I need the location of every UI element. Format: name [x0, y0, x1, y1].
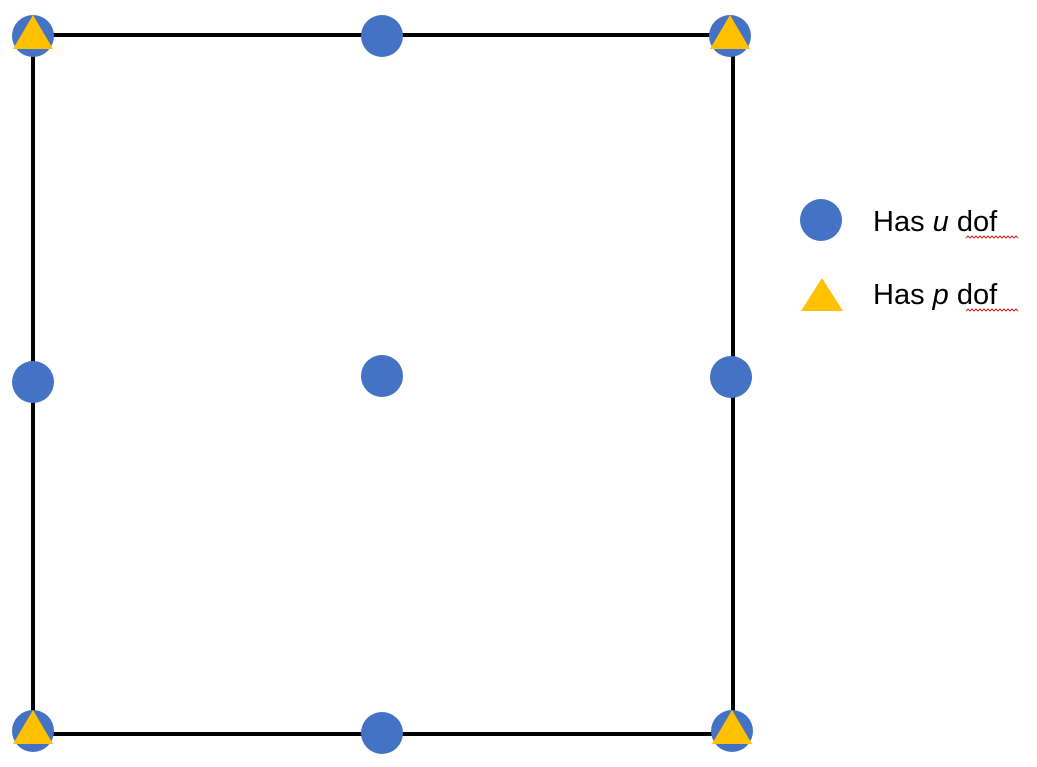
legend-u-label: Has u dof: [873, 206, 998, 238]
p-dof-node-bottom-left: [13, 710, 53, 744]
legend-p-spell-squiggle: [965, 308, 1019, 312]
p-dof-node-top-left: [13, 15, 53, 49]
legend-p-dof-marker: [801, 278, 843, 311]
u-dof-node-bottom-mid: [361, 712, 403, 754]
legend-p-prefix: Has: [873, 279, 933, 311]
legend-item-u: Has u dof: [800, 199, 1019, 241]
nodes-layer: [12, 15, 753, 754]
legend-u-prefix: Has: [873, 206, 933, 238]
p-dof-node-bottom-right: [712, 710, 752, 744]
legend-u-spell-squiggle: [965, 235, 1019, 239]
u-dof-node-center: [361, 355, 403, 397]
legend: Has u dof Has p dof: [800, 199, 1019, 312]
legend-p-variable: p: [932, 279, 949, 311]
legend-item-p: Has p dof: [801, 278, 1019, 312]
u-dof-node-mid-right: [710, 356, 752, 398]
legend-u-suffix: dof: [949, 206, 998, 238]
u-dof-node-mid-left: [12, 361, 54, 403]
legend-u-variable: u: [933, 206, 949, 238]
p-dof-node-top-right: [710, 15, 750, 49]
legend-u-dof-marker: [800, 199, 842, 241]
u-dof-node-top-mid: [361, 15, 403, 57]
legend-p-suffix: dof: [949, 279, 998, 311]
legend-p-label: Has p dof: [873, 279, 998, 311]
